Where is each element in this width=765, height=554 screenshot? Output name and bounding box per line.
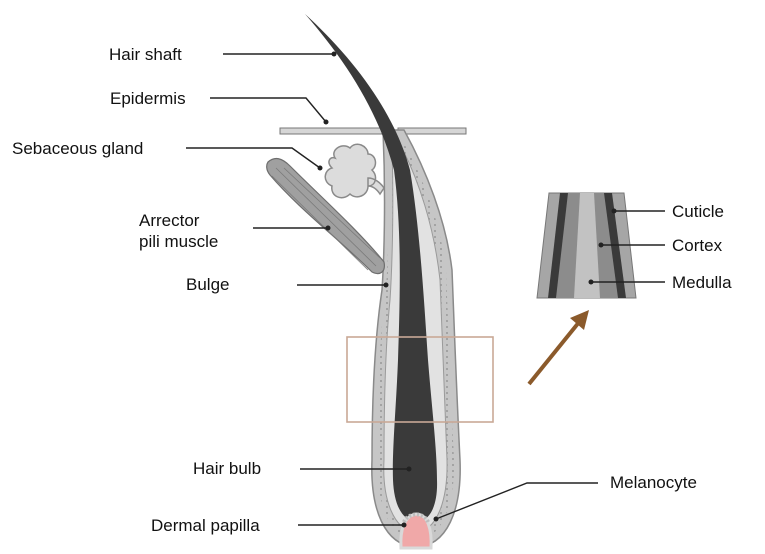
bulge-label: Bulge [186,275,229,294]
hair-shaft-label: Hair shaft [109,45,182,64]
cortex-label: Cortex [672,236,723,255]
epidermis-label: Epidermis [110,89,186,108]
epidermis-layer [279,127,467,135]
sebaceous-gland-shape [324,143,385,199]
hair-cross-section [536,192,637,299]
dermal-papilla-label: Dermal papilla [151,516,260,535]
arrector-label-line1: Arrector [139,211,200,230]
leader-lines [186,51,665,528]
zoom-region-box [346,336,494,423]
cuticle-label: Cuticle [672,202,724,221]
melanocyte-label: Melanocyte [610,473,697,492]
sebaceous-gland-label: Sebaceous gland [12,139,143,158]
hair-shaft-shape [305,14,438,522]
medulla-label: Medulla [672,273,732,292]
zoom-arrow [527,310,589,386]
dermal-papilla-shape [399,512,433,550]
hair-bulb-label: Hair bulb [193,459,261,478]
arrector-label-line2: pili muscle [139,232,218,251]
muscle-fibers [271,167,381,271]
